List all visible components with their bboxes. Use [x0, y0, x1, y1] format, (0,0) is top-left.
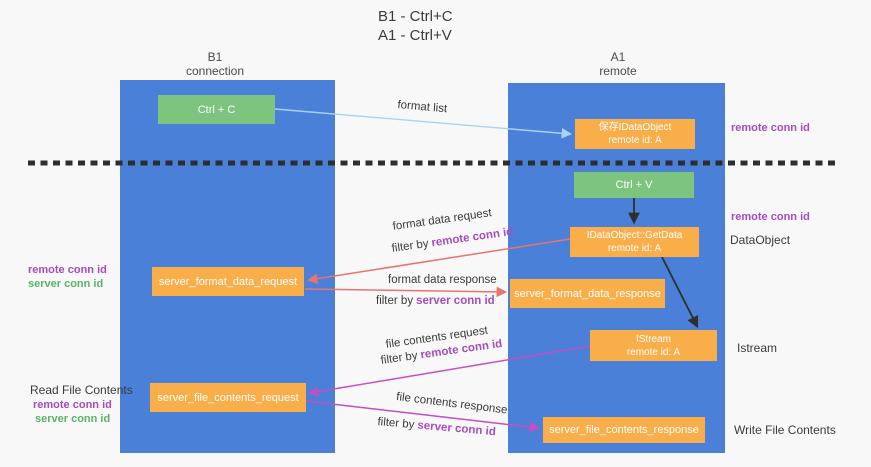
diagram-title: B1 - Ctrl+C A1 - Ctrl+V [378, 7, 453, 45]
ctrl-v-label: Ctrl + V [615, 179, 653, 191]
title-line-2: A1 - Ctrl+V [378, 27, 452, 44]
idataobject-getdata-line1: IDataObject::GetData [586, 230, 683, 241]
filter-by-text: filter by [391, 237, 430, 255]
format-data-response-arrow-label: format data response [388, 274, 497, 286]
filter-by-text: filter by [376, 416, 415, 432]
istream-node: IStream remote id: A [590, 330, 717, 361]
server-conn-id-annotation-left-bottom: server conn id [35, 413, 111, 425]
format-data-response-arrow [304, 286, 508, 298]
save-idataobject-line1: 保存IDataObject [598, 122, 672, 133]
server-file-contents-request-label: server_file_contents_request [157, 391, 299, 404]
ctrl-c-label: Ctrl + C [197, 103, 236, 116]
save-idataobject-node: 保存IDataObject remote id: A [575, 119, 695, 149]
server-format-data-request-label: server_format_data_request [158, 275, 298, 288]
right-column-title: A1 [610, 50, 626, 64]
server-conn-id-annotation-left-top: server conn id [28, 278, 104, 290]
left-column-subtitle: connection [185, 64, 245, 78]
right-column-header: A1 remote [518, 50, 718, 78]
idataobject-getdata-node: IDataObject::GetData remote id: A [570, 227, 699, 257]
write-file-contents-annotation: Write File Contents [734, 423, 836, 437]
left-column-header: B1 connection [115, 50, 315, 78]
server-file-contents-response-node: server_file_contents_response [543, 417, 705, 443]
server-format-data-response-label: server_format_data_response [514, 287, 661, 300]
istream-line1: IStream [635, 333, 671, 345]
filter-by-text: filter by [380, 349, 419, 367]
remote-conn-id-annotation-mid: remote conn id [731, 211, 810, 223]
left-column-title: B1 [207, 50, 223, 64]
remote-conn-id-annotation-top: remote conn id [731, 122, 810, 134]
save-idataobject-line2: remote id: A [608, 135, 662, 146]
istream-line2: remote id: A [626, 346, 681, 358]
server-conn-id-filter-text: server conn id [416, 295, 495, 307]
idataobject-getdata-line2: remote id: A [607, 243, 662, 254]
remote-conn-id-annotation-left-bottom: remote conn id [33, 399, 112, 411]
title-line-1: B1 - Ctrl+C [378, 8, 453, 25]
server-file-contents-request-node: server_file_contents_request [150, 383, 306, 412]
ctrl-v-node: Ctrl + V [574, 172, 694, 198]
server-format-data-response-node: server_format_data_response [510, 279, 665, 308]
istream-annotation: Istream [737, 341, 778, 355]
format-list-arrow-label: format list [396, 99, 448, 116]
dataobject-annotation: DataObject [730, 233, 791, 247]
read-file-contents-annotation: Read File Contents [30, 383, 133, 397]
server-format-data-request-node: server_format_data_request [152, 267, 304, 296]
ctrl-c-node: Ctrl + C [158, 95, 275, 124]
remote-conn-id-annotation-left-top: remote conn id [28, 264, 107, 276]
format-data-request-arrow-label: format data request [392, 207, 493, 233]
right-column-subtitle: remote [599, 64, 637, 78]
filter-by-text: filter by [376, 295, 414, 307]
server-file-contents-response-label: server_file_contents_response [549, 424, 699, 436]
remote-conn-id-filter-text: remote conn id [430, 225, 514, 250]
file-contents-response-arrow-label: file contents response [395, 391, 509, 417]
server-conn-id-filter-text: server conn id [416, 419, 497, 439]
